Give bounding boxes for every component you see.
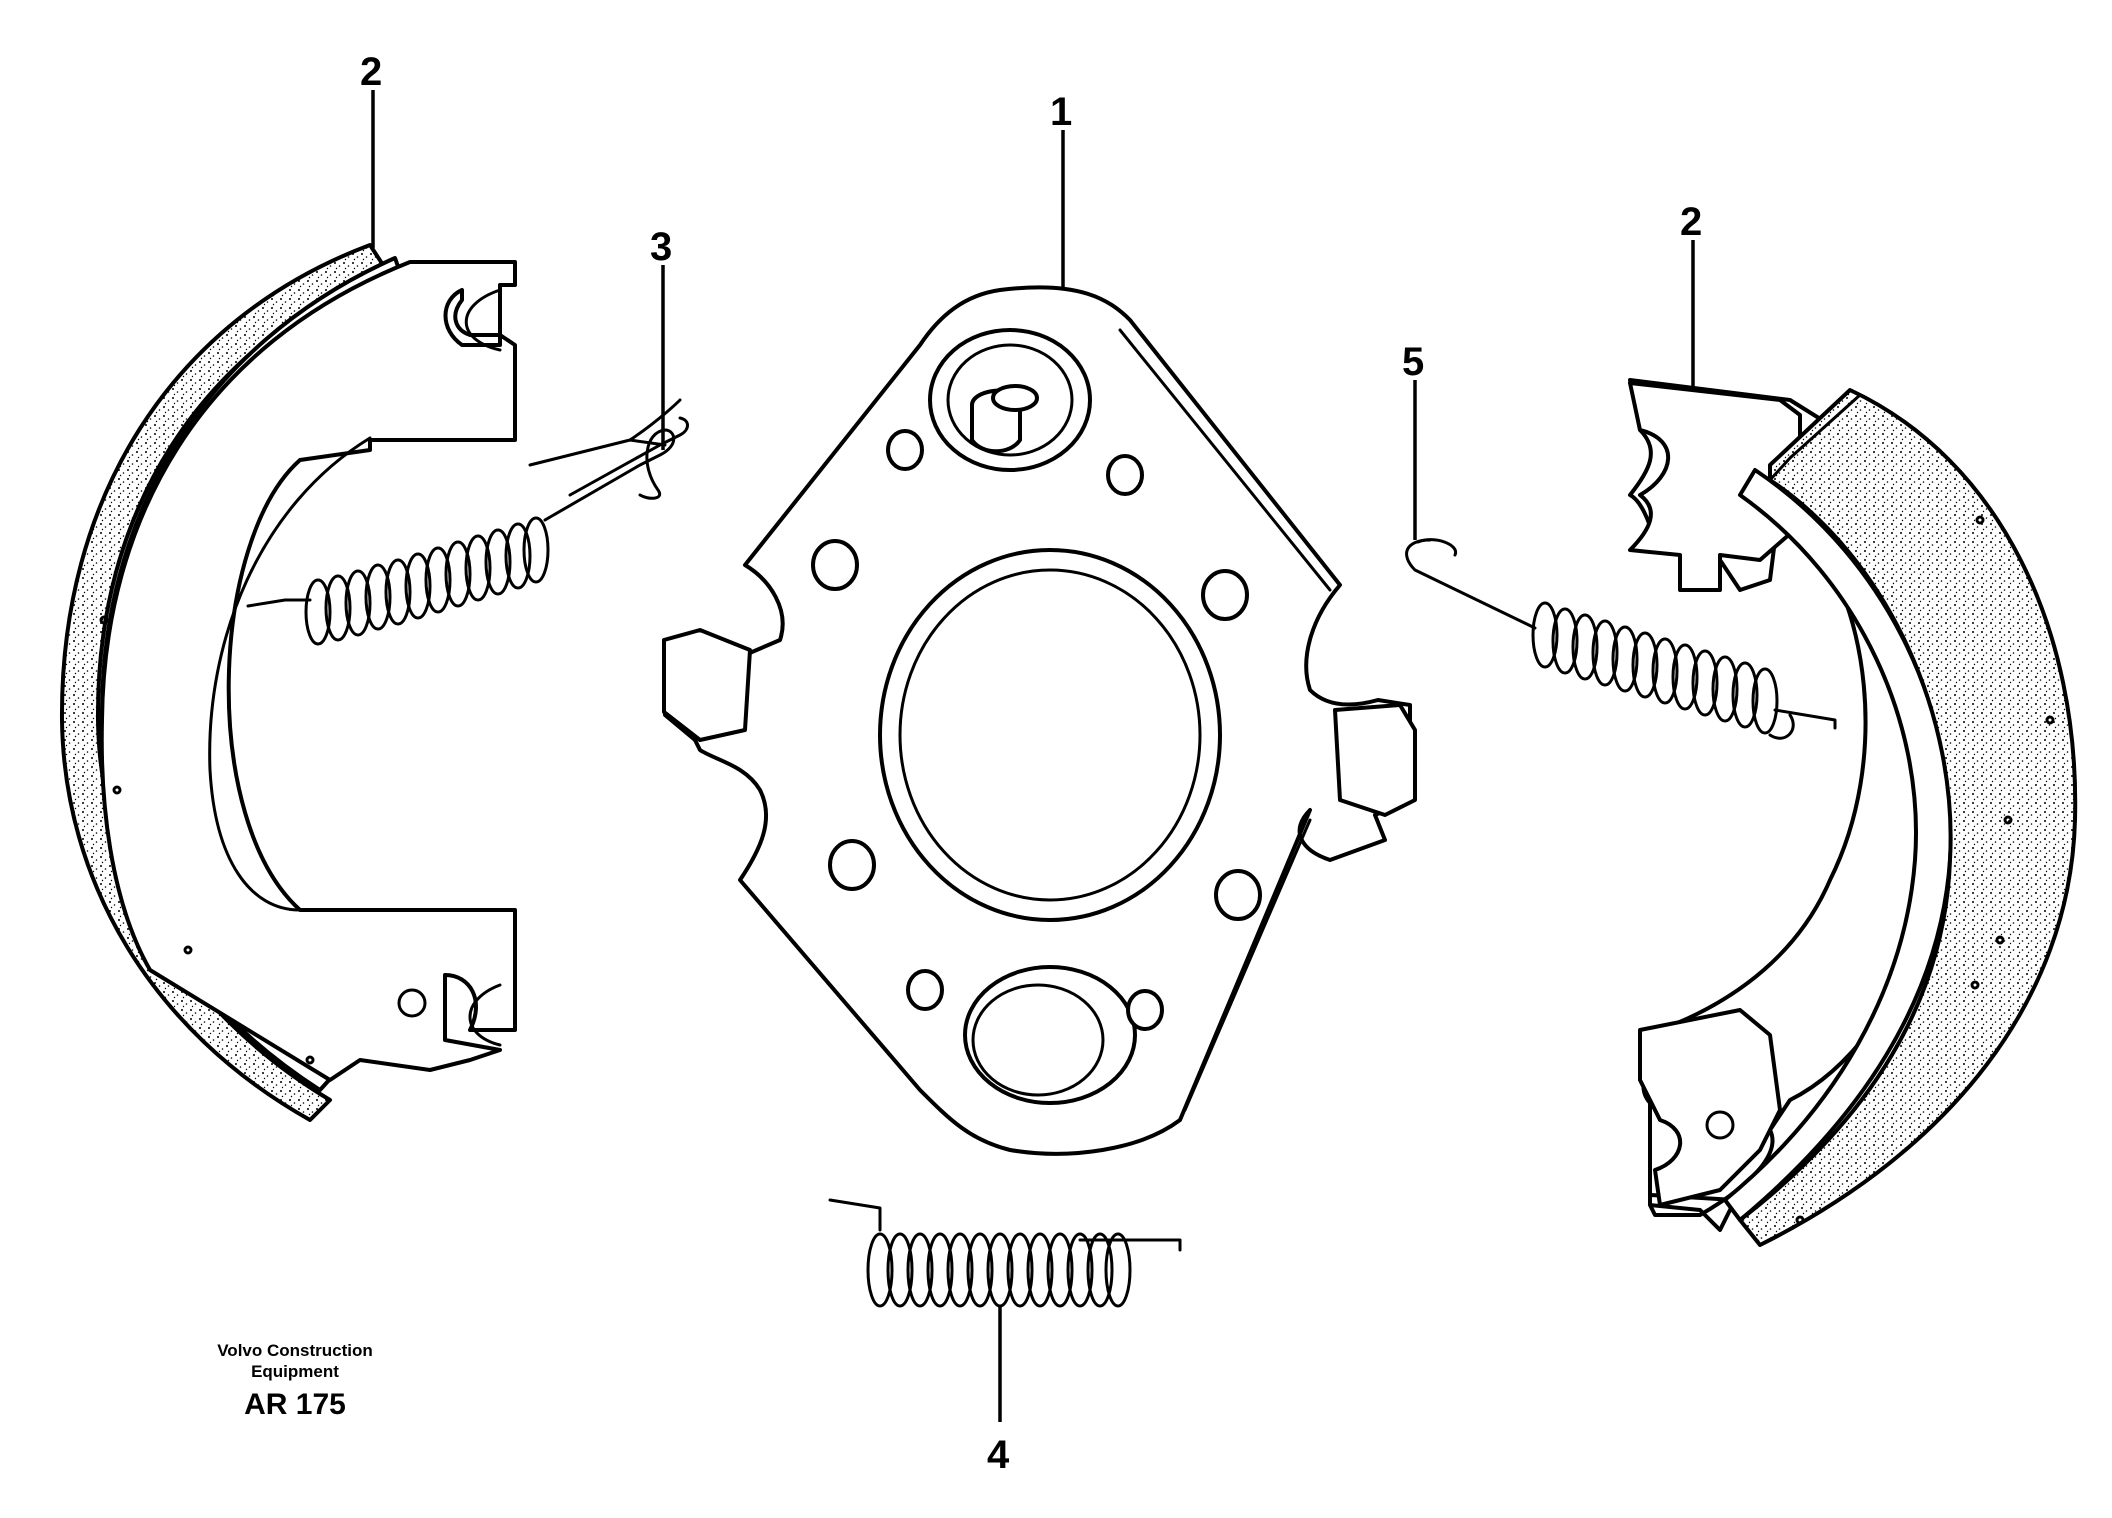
backing-plate [662,285,1417,1156]
spring-5-coils [1531,601,1837,740]
figure-code: AR 175 [244,1388,346,1421]
brand-line-1: Volvo Construction [217,1341,373,1360]
callout-2-left: 2 [360,50,382,94]
callout-5: 5 [1402,340,1424,384]
spring-4-coils [866,1232,1132,1308]
brand-line-2: Equipment [251,1362,339,1381]
callout-3: 3 [650,225,672,269]
publisher-caption: Volvo Construction Equipment AR 175 [180,1340,410,1422]
spring-3-coils [246,428,676,646]
leader-lines [371,90,1695,1422]
callout-1: 1 [1050,90,1072,134]
callout-4: 4 [987,1433,1010,1477]
brake-shoe-left [59,243,517,1122]
return-spring-4 [828,1198,1182,1308]
callout-2-right: 2 [1680,200,1702,244]
return-spring-5 [1405,538,1837,740]
return-spring-3 [246,398,689,646]
brake-shoe-right [1628,378,2078,1247]
